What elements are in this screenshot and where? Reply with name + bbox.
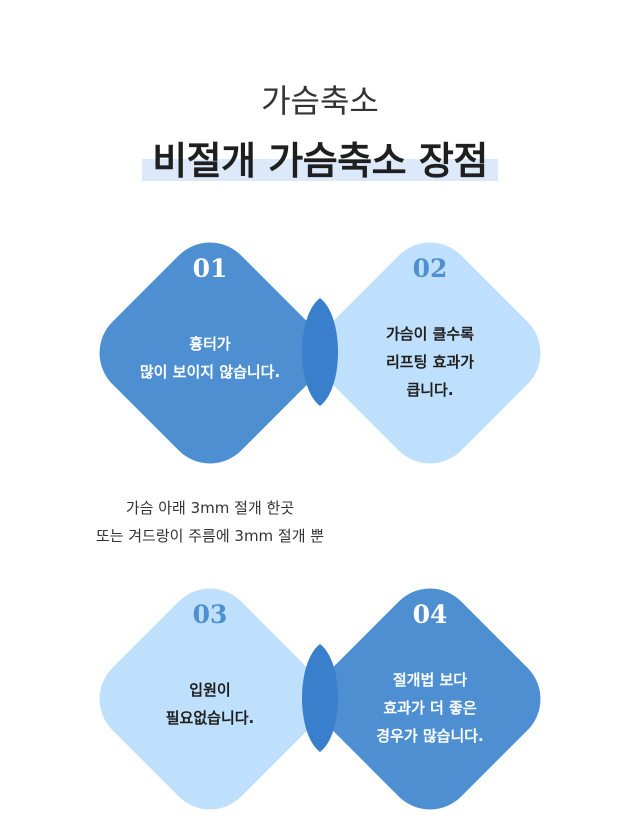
page-title: 비절개 가슴축소 장점 xyxy=(142,130,498,185)
card-01-number: 01 xyxy=(192,254,228,283)
card-04-text: 절개법 보다 효과가 더 좋은 경우가 많습니다. xyxy=(340,666,520,750)
card-02-line2: 리프팅 효과가 xyxy=(385,353,475,371)
page-title-wrap: 비절개 가슴축소 장점 xyxy=(0,130,640,185)
page-subtitle: 가슴축소 xyxy=(261,82,379,120)
incision-note-line2: 또는 겨드랑이 주름에 3mm 절개 뿐 xyxy=(95,527,325,545)
card-04-line3: 경우가 많습니다. xyxy=(376,727,484,745)
card-04-number: 04 xyxy=(412,600,448,629)
card-02-line3: 큽니다. xyxy=(406,381,454,399)
card-03-line2: 필요없습니다. xyxy=(165,709,255,727)
card-02-number: 02 xyxy=(412,254,448,283)
card-01-line1: 흉터가 xyxy=(189,335,231,353)
card-04-line1: 절개법 보다 xyxy=(392,671,468,689)
card-overlap-bottom xyxy=(302,644,338,752)
incision-note-line1: 가슴 아래 3mm 절개 한곳 xyxy=(125,499,295,517)
card-01-line2: 많이 보이지 않습니다. xyxy=(139,363,281,381)
card-03-number: 03 xyxy=(192,600,228,629)
card-03-text: 입원이 필요없습니다. xyxy=(120,676,300,732)
card-01-text: 흉터가 많이 보이지 않습니다. xyxy=(120,330,300,386)
card-04-line2: 효과가 더 좋은 xyxy=(383,699,477,717)
card-03-line1: 입원이 xyxy=(189,681,231,699)
card-02-line1: 가슴이 클수록 xyxy=(385,325,475,343)
card-overlap-top xyxy=(302,298,338,406)
incision-note: 가슴 아래 3mm 절개 한곳 또는 겨드랑이 주름에 3mm 절개 뿐 xyxy=(50,494,370,550)
card-02-text: 가슴이 클수록 리프팅 효과가 큽니다. xyxy=(340,320,520,404)
